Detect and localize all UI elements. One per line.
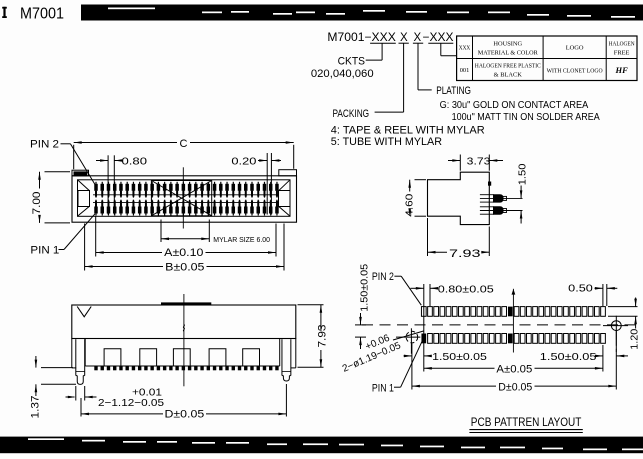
svg-text:5: TUBE WITH MYLAR: 5: TUBE WITH MYLAR [331,136,442,148]
svg-text:7.00: 7.00 [31,192,43,215]
svg-text:0.80±0.05: 0.80±0.05 [438,284,494,296]
svg-text:1.20: 1.20 [628,329,640,350]
svg-text:M7001: M7001 [20,6,64,23]
svg-text:X: X [414,32,422,44]
svg-text:7.93: 7.93 [449,248,481,260]
svg-text:X: X [400,32,408,44]
svg-text:7.93: 7.93 [317,325,329,348]
svg-text:A±0.10: A±0.10 [164,247,203,259]
svg-text:0.20: 0.20 [231,156,256,168]
svg-text:1.50±0.05: 1.50±0.05 [540,351,597,363]
svg-text:1.50±0.05: 1.50±0.05 [432,351,487,363]
svg-text:MYLAR SIZE 6.00: MYLAR SIZE 6.00 [213,235,270,244]
svg-text:1.37: 1.37 [29,396,41,419]
svg-text:B±0.05: B±0.05 [165,261,204,273]
svg-text:0.50: 0.50 [568,283,593,295]
svg-text:PIN 2: PIN 2 [30,139,59,151]
svg-text:+0.01: +0.01 [132,387,162,399]
svg-text:3.73: 3.73 [467,156,491,168]
svg-text:HF: HF [614,65,628,75]
svg-text:XXX: XXX [459,45,471,52]
svg-text:G: 30u" GOLD ON CONTACT AREA: G: 30u" GOLD ON CONTACT AREA [440,99,589,111]
svg-text:WITH CLONET LOGO: WITH CLONET LOGO [547,68,603,75]
svg-text:PACKING: PACKING [333,108,370,120]
svg-text:PLATING: PLATING [436,85,471,97]
svg-text:HOUSING: HOUSING [493,41,522,48]
svg-text:PIN 2: PIN 2 [372,271,394,283]
svg-text:1.50±0.05: 1.50±0.05 [358,264,370,312]
svg-text:PIN 1: PIN 1 [372,382,394,394]
svg-text:PCB PATTREN LAYOUT: PCB PATTREN LAYOUT [471,417,582,429]
svg-text:4.60: 4.60 [404,194,416,217]
svg-text:HALOGEN: HALOGEN [609,41,635,48]
svg-text:1.50: 1.50 [517,163,529,185]
svg-text:4: TAPE & REEL WITH MYLAR: 4: TAPE & REEL WITH MYLAR [331,124,485,136]
svg-text:0.80: 0.80 [122,156,148,168]
svg-text:LOGO: LOGO [566,45,584,52]
svg-text:PIN 1: PIN 1 [30,245,59,257]
svg-text:D±0.05: D±0.05 [165,408,205,420]
svg-text:001: 001 [460,67,470,74]
svg-text:−XXX: −XXX [423,32,454,44]
svg-text:CKTS: CKTS [338,56,365,68]
svg-text:MATERIAL & COLOR: MATERIAL & COLOR [478,50,539,57]
svg-text:HALOGEN FREE PLASTIC: HALOGEN FREE PLASTIC [475,63,541,70]
svg-text:100u" MATT TIN ON SOLDER AREA: 100u" MATT TIN ON SOLDER AREA [452,111,600,123]
svg-text:2−1.12−0.05: 2−1.12−0.05 [98,397,164,409]
svg-text:C: C [180,138,188,150]
svg-text:FREE: FREE [614,50,630,57]
svg-text:D±0.05: D±0.05 [498,381,532,393]
svg-text:& BLACK: & BLACK [494,72,523,79]
svg-text:M7001−XXX: M7001−XXX [327,32,396,44]
svg-text:A±0.05: A±0.05 [496,364,532,376]
svg-text:020,040,060: 020,040,060 [311,68,374,80]
